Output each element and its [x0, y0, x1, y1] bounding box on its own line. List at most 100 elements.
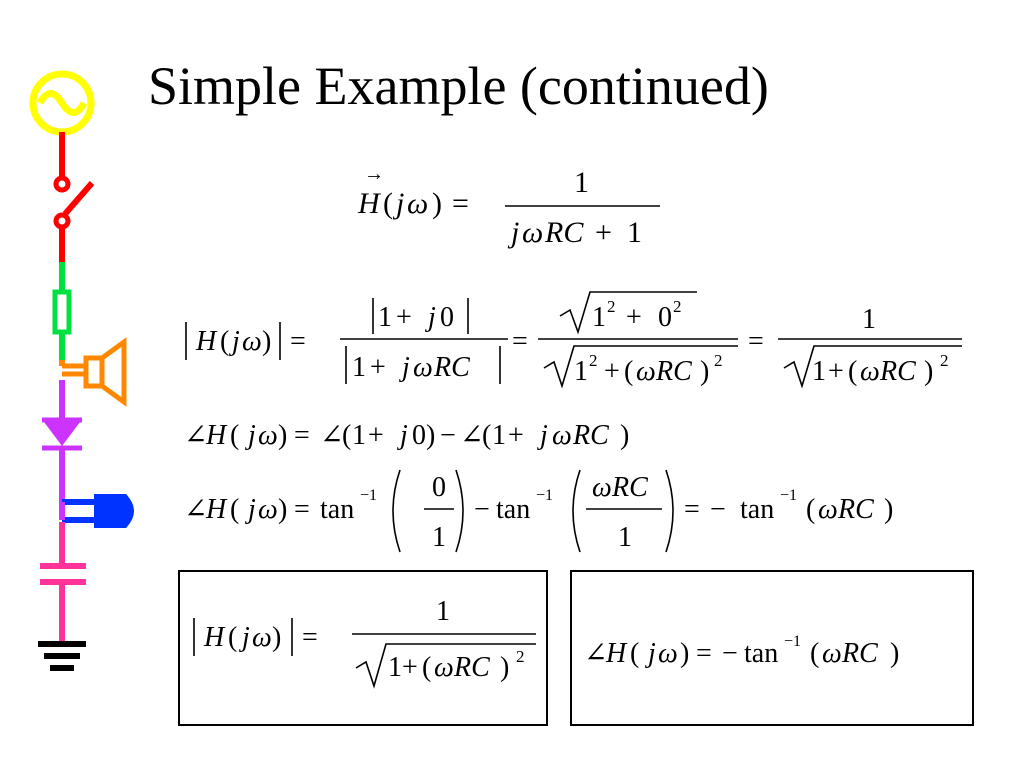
- boxed-magnitude-result: H ( j ω ) = 1 1 + ( ω RC ) 2: [193, 596, 536, 689]
- svg-text:(: (: [806, 494, 815, 525]
- svg-text:RC: RC: [879, 356, 916, 387]
- svg-text:2: 2: [714, 351, 723, 370]
- svg-text:∠: ∠: [584, 638, 607, 669]
- svg-text:H: H: [357, 187, 382, 220]
- svg-text:1: 1: [352, 420, 366, 451]
- svg-text:(: (: [630, 638, 639, 669]
- svg-text:+: +: [370, 352, 386, 383]
- svg-text:+: +: [626, 302, 642, 333]
- svg-text:): ): [884, 494, 893, 525]
- svg-text:H: H: [195, 326, 218, 357]
- svg-text:∠: ∠: [320, 420, 343, 451]
- svg-text:+: +: [396, 302, 412, 333]
- svg-text:RC: RC: [572, 420, 609, 451]
- equation-phase-derivation: ∠ H ( j ω ) = ∠ ( 1 + j 0 ) − ∠ ( 1 + j …: [184, 420, 629, 451]
- svg-text:H: H: [203, 622, 226, 653]
- svg-text:ω: ω: [252, 622, 272, 653]
- svg-text:0: 0: [440, 302, 454, 333]
- svg-text:j: j: [425, 302, 436, 333]
- svg-text:ω: ω: [552, 420, 572, 451]
- svg-text:ω: ω: [258, 420, 278, 451]
- svg-text:−: −: [474, 494, 490, 525]
- svg-text:ω: ω: [242, 326, 262, 357]
- svg-text:=: =: [294, 420, 310, 451]
- svg-text:j: j: [537, 420, 548, 451]
- svg-text:+: +: [402, 652, 418, 683]
- svg-text:∠: ∠: [184, 420, 207, 451]
- svg-text:0: 0: [432, 472, 446, 503]
- svg-text:1: 1: [627, 216, 642, 249]
- svg-text:): ): [890, 638, 899, 669]
- svg-text:−: −: [722, 638, 738, 669]
- svg-text:j: j: [239, 622, 250, 653]
- svg-text:j: j: [392, 187, 404, 220]
- svg-text:=: =: [696, 638, 712, 669]
- svg-text:1: 1: [618, 522, 632, 553]
- svg-text:(: (: [228, 622, 237, 653]
- slide-title: Simple Example (continued): [148, 56, 769, 116]
- resistor-icon: [52, 262, 72, 360]
- svg-text:1: 1: [574, 356, 588, 387]
- svg-text:=: =: [748, 326, 764, 357]
- svg-text:−: −: [440, 420, 456, 451]
- svg-text:(: (: [482, 420, 491, 451]
- lamp-icon: [59, 494, 134, 528]
- svg-text:−: −: [710, 494, 726, 525]
- svg-text:1: 1: [862, 304, 876, 335]
- svg-text:2: 2: [589, 351, 598, 370]
- svg-text:−1: −1: [784, 633, 801, 650]
- svg-text:j: j: [399, 352, 410, 383]
- svg-text:1: 1: [432, 522, 446, 553]
- svg-text:): ): [278, 494, 287, 525]
- svg-text:0: 0: [658, 302, 672, 333]
- svg-text:(: (: [220, 326, 229, 357]
- svg-text:j: j: [245, 494, 256, 525]
- svg-text:H: H: [205, 494, 228, 525]
- svg-text:): ): [500, 652, 509, 683]
- svg-text:(: (: [230, 420, 239, 451]
- svg-text:1: 1: [492, 420, 506, 451]
- svg-text:(: (: [422, 652, 431, 683]
- svg-text:(: (: [848, 356, 857, 387]
- svg-text:1: 1: [592, 302, 606, 333]
- svg-text:(: (: [810, 638, 819, 669]
- svg-text:+: +: [595, 216, 612, 249]
- svg-text:ω: ω: [413, 352, 433, 383]
- svg-text:1: 1: [388, 652, 402, 683]
- switch-icon: [53, 132, 95, 262]
- svg-text:∠: ∠: [460, 420, 483, 451]
- svg-text:RC: RC: [433, 352, 470, 383]
- svg-text:2: 2: [673, 297, 682, 316]
- svg-text:): ): [924, 356, 933, 387]
- svg-text:tan: tan: [744, 638, 778, 669]
- svg-text:(: (: [624, 356, 633, 387]
- svg-text:2: 2: [607, 297, 616, 316]
- svg-text:+: +: [828, 356, 844, 387]
- svg-text:ω: ω: [522, 216, 543, 249]
- svg-text:): ): [620, 420, 629, 451]
- svg-text:2: 2: [516, 647, 525, 666]
- svg-text:=: =: [452, 187, 469, 220]
- boxed-phase-result: ∠ H ( j ω ) = − tan −1 ( ω RC ): [584, 633, 899, 669]
- svg-text:tan: tan: [320, 494, 354, 525]
- svg-text:ω: ω: [818, 494, 838, 525]
- svg-text:): ): [680, 638, 689, 669]
- svg-text:ω: ω: [258, 494, 278, 525]
- svg-text:): ): [432, 187, 442, 220]
- svg-text:1: 1: [378, 302, 392, 333]
- svg-text:+: +: [508, 420, 524, 451]
- svg-text:−1: −1: [780, 487, 797, 504]
- svg-text:tan: tan: [740, 494, 774, 525]
- equation-phase-arctan: ∠ H ( j ω ) = tan −1 0 1 − tan −1 ω RC 1…: [184, 469, 893, 553]
- svg-text:): ): [700, 356, 709, 387]
- svg-text:): ): [262, 326, 271, 357]
- capacitor-icon: [40, 522, 86, 642]
- svg-text:ω: ω: [636, 356, 656, 387]
- svg-text:ω: ω: [434, 652, 454, 683]
- svg-text:j: j: [397, 420, 408, 451]
- equation-magnitude-derivation: H ( j ω ) = 1 + j 0 1 + j ω RC = 1 2 + 0…: [185, 291, 962, 389]
- svg-text:RC: RC: [611, 472, 648, 503]
- circuit-strip: [29, 70, 134, 671]
- ground-icon: [38, 641, 86, 671]
